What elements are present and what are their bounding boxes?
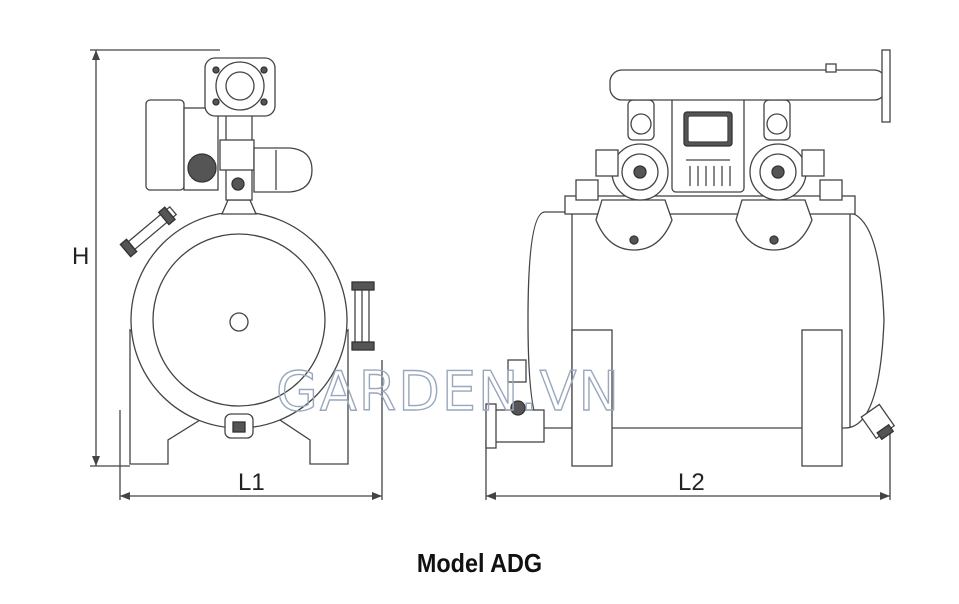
dimension-h: H xyxy=(72,49,220,467)
front-leg-right xyxy=(801,329,843,467)
drain-front xyxy=(860,403,896,441)
sight-glass xyxy=(351,281,375,351)
tank-shell-front xyxy=(527,211,885,429)
drain-plug xyxy=(232,421,246,433)
side-tee-left xyxy=(595,149,619,177)
saddle-top xyxy=(221,199,257,215)
header-flange xyxy=(881,49,891,123)
model-caption: Model ADG xyxy=(416,548,543,578)
dimension-l2: L2 xyxy=(485,430,891,500)
inlet-gauge xyxy=(507,359,527,383)
front-leg-left xyxy=(571,329,613,467)
dimension-l1: L1 xyxy=(119,360,383,500)
dim-label-l2: L2 xyxy=(678,469,705,496)
check-plug xyxy=(231,177,245,191)
front-view xyxy=(485,49,896,467)
corner-fitting-left xyxy=(575,179,599,201)
tank-center-port xyxy=(229,312,249,332)
bell-housing-right xyxy=(735,199,813,251)
dim-label-l1: L1 xyxy=(238,469,265,496)
watermark: GARDEN.VN xyxy=(276,360,621,423)
side-view xyxy=(119,57,375,465)
side-tee-right xyxy=(801,149,825,177)
dim-label-h: H xyxy=(72,243,89,270)
control-box-side xyxy=(145,99,185,191)
outlet-elbow xyxy=(253,147,313,193)
header-pipe xyxy=(609,69,887,101)
pump-head-side xyxy=(187,153,217,183)
bell-housing-left xyxy=(595,199,673,251)
tank-head-side xyxy=(152,233,326,407)
corner-fitting-right xyxy=(819,179,843,201)
inlet-flange xyxy=(485,403,497,449)
gauge-arm-left xyxy=(119,205,178,258)
tee-fitting xyxy=(219,139,255,171)
